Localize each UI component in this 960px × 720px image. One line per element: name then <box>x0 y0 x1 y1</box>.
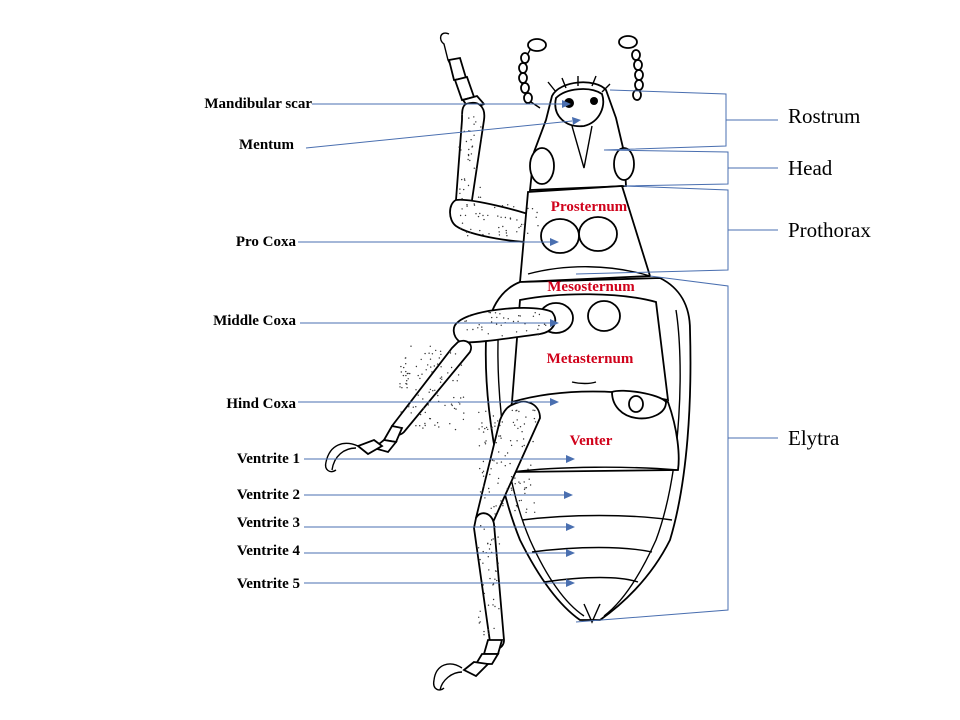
label-ventrite-3: Ventrite 3 <box>237 515 300 531</box>
v3-pointer <box>304 523 575 531</box>
middle-leg <box>324 307 557 473</box>
elytra-bracket <box>575 275 729 623</box>
label-middle-coxa: Middle Coxa <box>213 313 296 329</box>
v1-pointer <box>304 455 575 463</box>
label-ventrite-4: Ventrite 4 <box>237 543 301 559</box>
label-pro-coxa: Pro Coxa <box>236 234 297 250</box>
label-ventrite-5: Ventrite 5 <box>237 576 300 592</box>
label-prosternum: Prosternum <box>551 199 628 215</box>
label-mentum: Mentum <box>239 137 294 153</box>
v4-pointer <box>304 549 575 557</box>
right-labels: Rostrum Head Prothorax Elytra <box>788 104 871 450</box>
antennae <box>518 35 644 109</box>
label-hind-coxa: Hind Coxa <box>226 396 296 412</box>
procoxa-pointer <box>298 238 559 246</box>
label-venter: Venter <box>570 433 613 449</box>
label-ventrite-2: Ventrite 2 <box>237 487 300 503</box>
leg-stipple-texture <box>399 113 547 636</box>
label-metasternum: Metasternum <box>547 351 634 367</box>
right-brackets <box>575 89 778 623</box>
left-labels: Mandibular scar Mentum Pro Coxa Middle C… <box>204 96 312 592</box>
body-region-labels: Prosternum Mesosternum Metasternum Vente… <box>547 199 636 449</box>
v5-pointer <box>304 579 575 587</box>
midcoxa-pointer <box>300 319 559 327</box>
label-rostrum: Rostrum <box>788 104 860 128</box>
mentum-pointer <box>305 117 581 149</box>
hindcoxa-pointer <box>298 398 559 406</box>
prothorax-plate <box>519 185 652 283</box>
label-prothorax: Prothorax <box>788 218 871 242</box>
mandibular-pointer <box>312 100 571 108</box>
label-elytra: Elytra <box>788 426 840 450</box>
label-head: Head <box>788 156 833 180</box>
label-ventrite-1: Ventrite 1 <box>237 451 300 467</box>
label-mesosternum: Mesosternum <box>547 279 635 295</box>
pointer-lines <box>298 100 581 587</box>
hind-leg <box>432 400 541 691</box>
v2-pointer <box>304 491 573 499</box>
rostrum-head <box>528 75 635 191</box>
label-mandibular-scar: Mandibular scar <box>204 96 312 112</box>
beetle-illustration <box>324 32 692 691</box>
